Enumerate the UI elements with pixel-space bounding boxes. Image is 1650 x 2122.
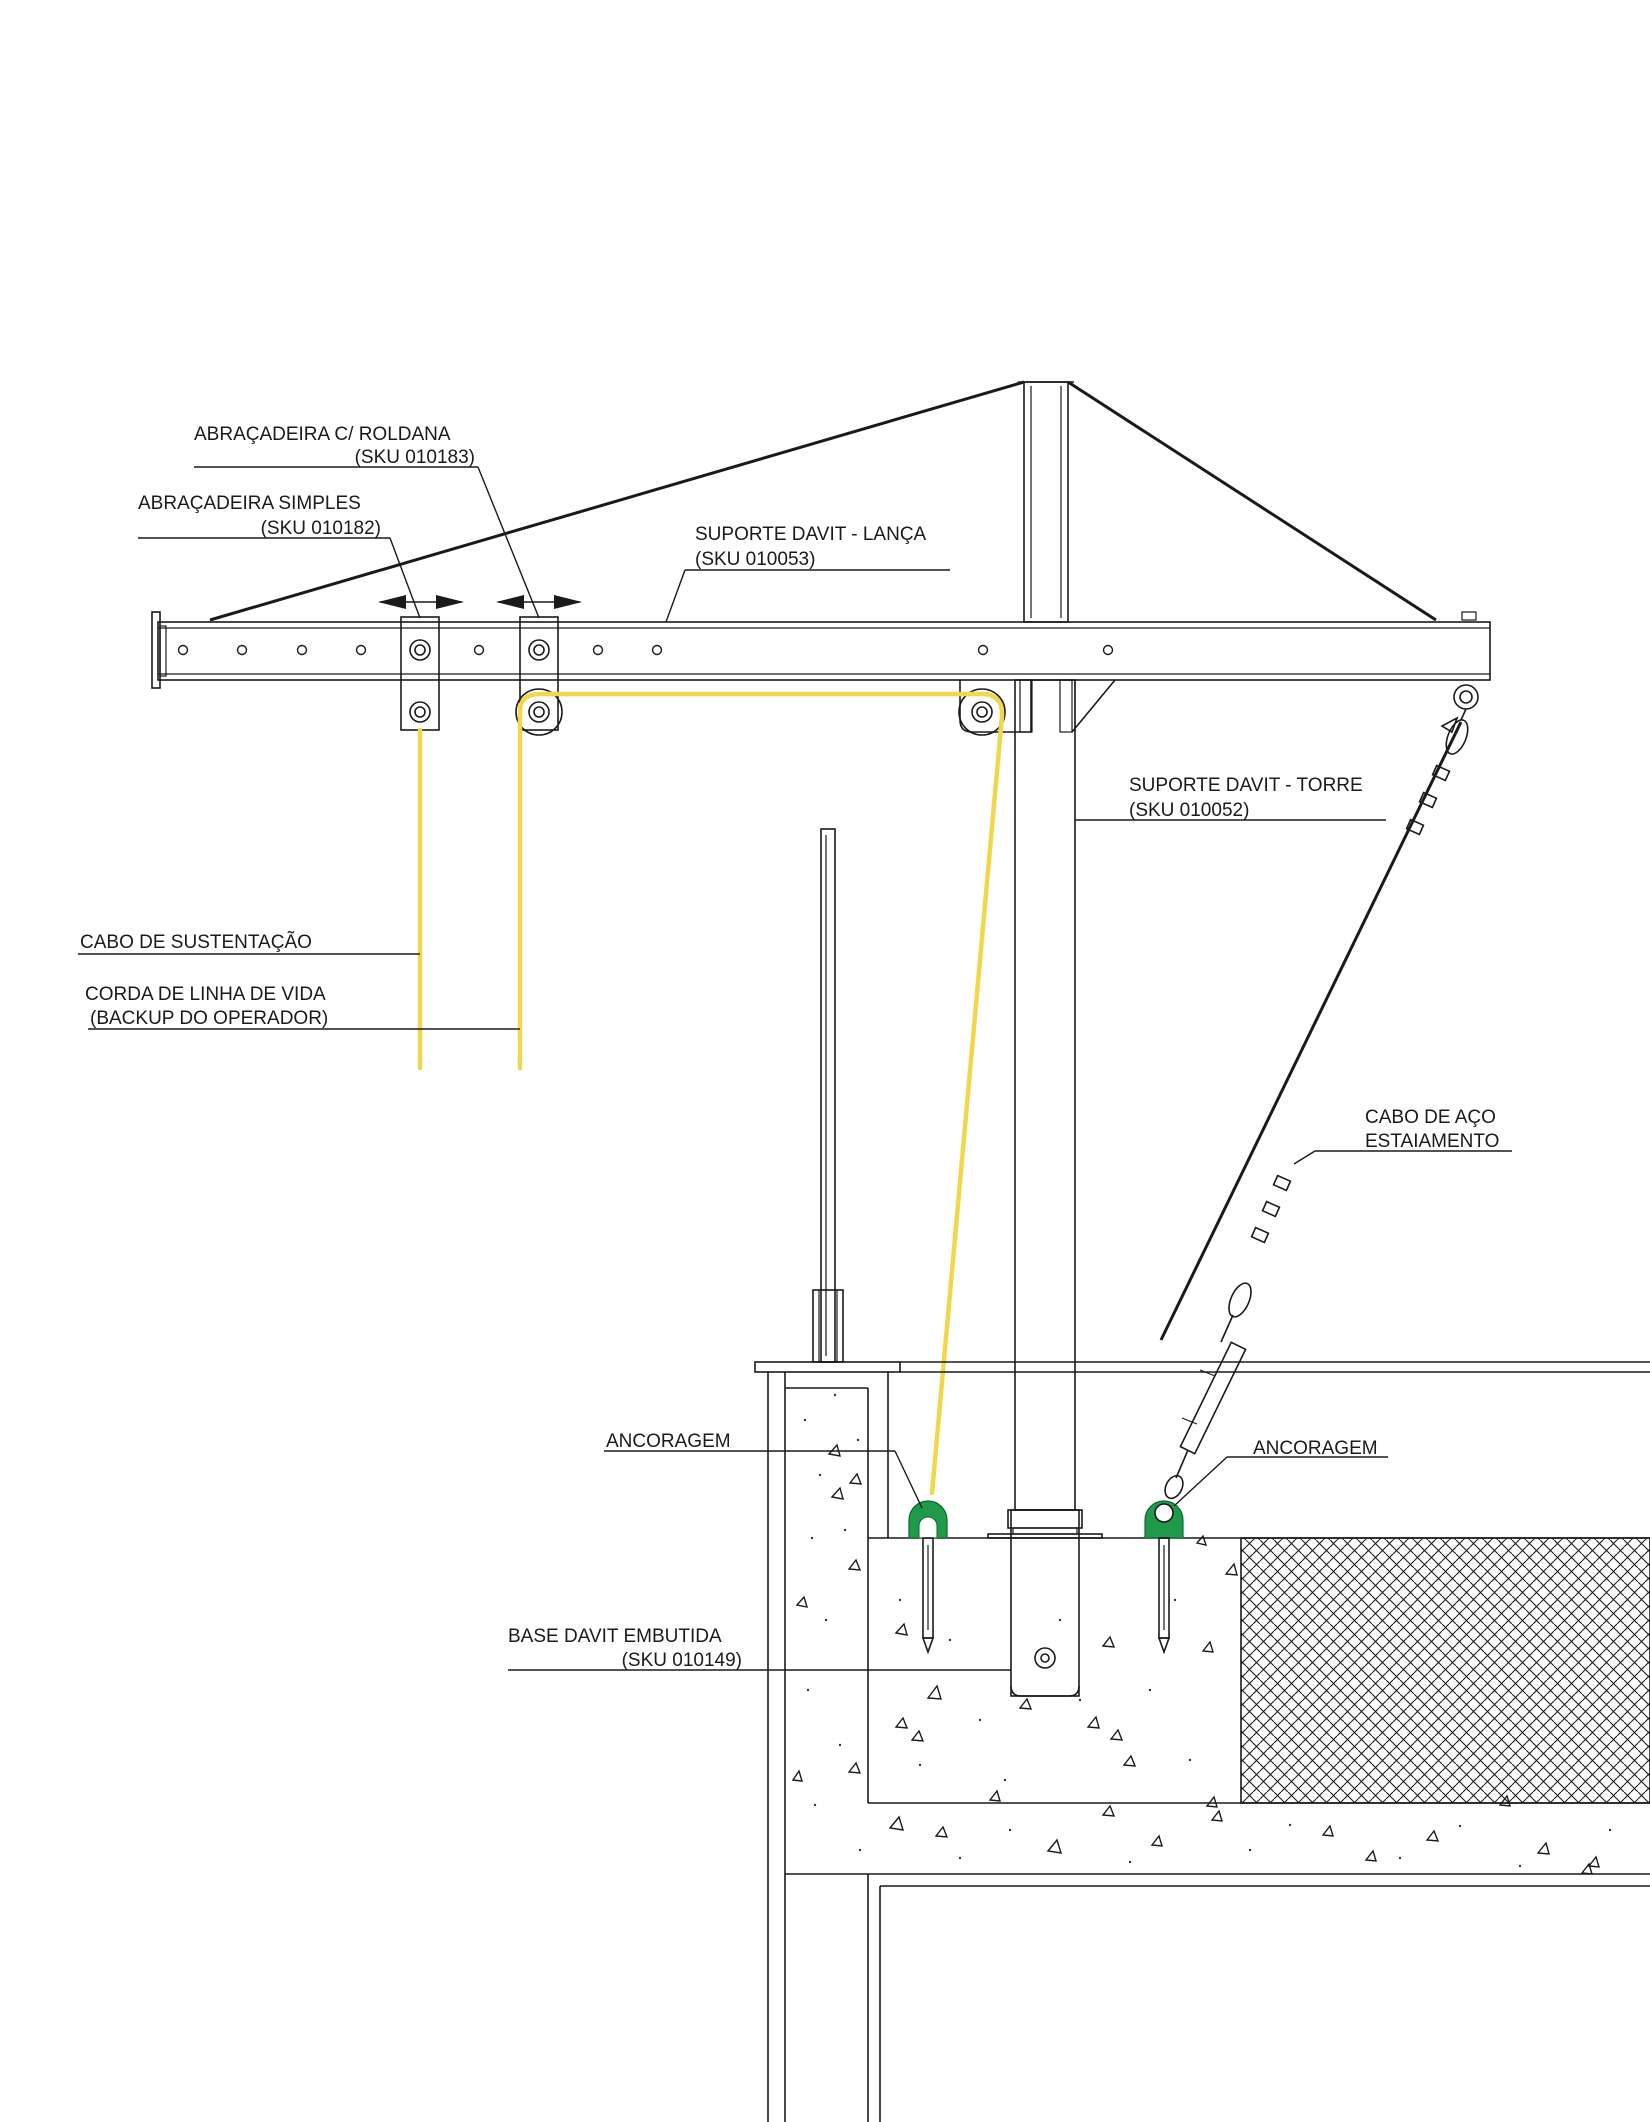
label-boom-sku: (SKU 010053) — [695, 549, 815, 570]
label-anchor-right: ANCORAGEM — [1253, 1438, 1378, 1459]
anchor-left — [908, 1500, 948, 1655]
label-simple-clamp: ABRAÇADEIRA SIMPLES — [138, 493, 361, 514]
labels: ABRAÇADEIRA C/ ROLDANA (SKU 010183) ABRA… — [80, 424, 1499, 1671]
wire-clips-lower — [1250, 1174, 1292, 1244]
label-pulley-clamp-sku: (SKU 010183) — [355, 447, 475, 468]
clamp-adjust-arrows — [378, 595, 582, 609]
label-boom: SUPORTE DAVIT - LANÇA — [695, 524, 927, 545]
concrete-aggregate — [791, 1393, 1612, 1875]
wire-clips-upper — [1405, 764, 1451, 836]
boom-beam — [151, 611, 1491, 689]
boom-holes — [177, 644, 1114, 656]
label-tower: SUPORTE DAVIT - TORRE — [1129, 775, 1363, 796]
lifeline-rope — [517, 691, 1005, 1496]
label-steel-cable: CABO DE AÇO — [1365, 1107, 1496, 1128]
label-embedded-base-sku: (SKU 010149) — [622, 1650, 742, 1671]
embedded-davit-base — [987, 1509, 1103, 1697]
lifeline-post — [812, 828, 844, 1363]
boom-truss — [209, 380, 1437, 623]
insulation-block — [1240, 1537, 1650, 1804]
label-anchor-left: ANCORAGEM — [606, 1431, 731, 1452]
label-support-cable: CABO DE SUSTENTAÇÃO — [80, 931, 312, 953]
label-guying: ESTAIAMENTO — [1365, 1131, 1499, 1152]
label-tower-sku: (SKU 010052) — [1129, 800, 1249, 821]
guy-wire — [1159, 684, 1479, 1500]
label-embedded-base: BASE DAVIT EMBUTIDA — [508, 1626, 722, 1647]
turnbuckle — [1164, 1314, 1247, 1500]
label-lifeline-backup: (BACKUP DO OPERADOR) — [90, 1008, 328, 1029]
anchor-right — [1144, 1500, 1184, 1655]
pulley-clamp — [515, 616, 563, 736]
leader-lines — [78, 466, 1512, 1671]
tower-pulley — [958, 688, 1006, 736]
label-lifeline: CORDA DE LINHA DE VIDA — [85, 984, 326, 1005]
label-pulley-clamp: ABRAÇADEIRA C/ ROLDANA — [194, 424, 451, 445]
tower-mast — [959, 679, 1116, 1511]
label-simple-clamp-sku: (SKU 010182) — [261, 518, 381, 539]
